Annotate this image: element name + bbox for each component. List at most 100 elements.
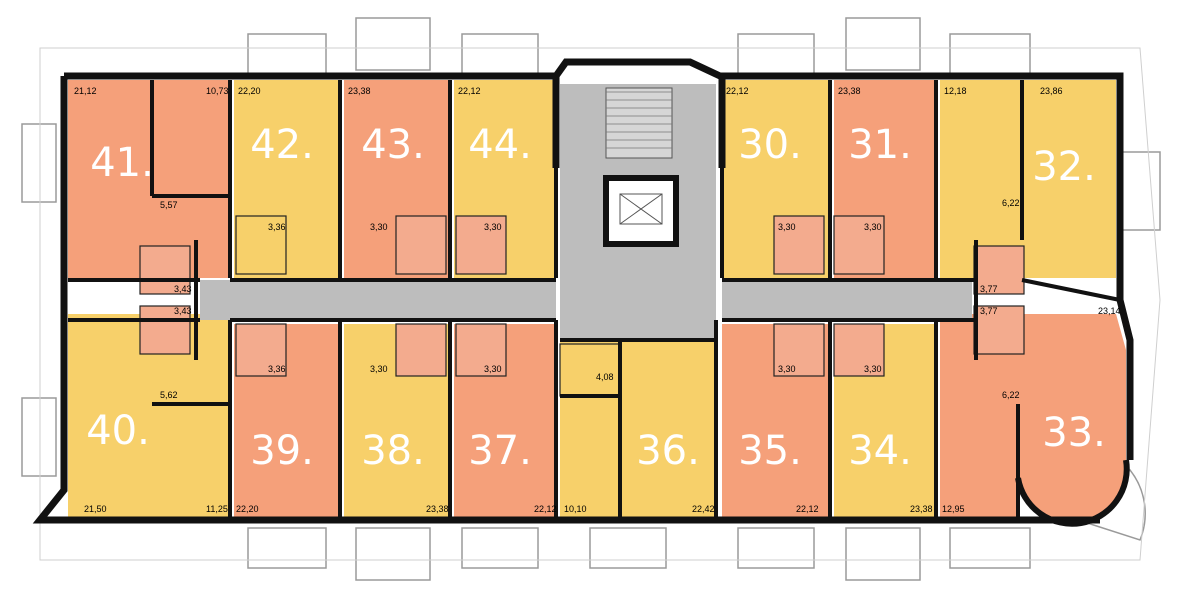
- apartment-number: 39.: [250, 428, 314, 474]
- room-area: 23,38: [426, 504, 449, 514]
- balcony: [247, 33, 327, 75]
- apartment-number: 41.: [90, 140, 154, 186]
- apartment-number: 40.: [86, 408, 150, 454]
- bay-wall: [1015, 459, 1130, 527]
- bathroom: [395, 323, 447, 377]
- room-area: 22,12: [796, 504, 819, 514]
- room-area: 23,38: [910, 504, 933, 514]
- bathroom: [559, 343, 621, 397]
- apartment-number: 31.: [848, 122, 912, 168]
- apartment-number: 34.: [848, 428, 912, 474]
- balcony: [21, 123, 57, 203]
- apartment-units: [68, 80, 1127, 525]
- room-area: 3,30: [864, 364, 882, 374]
- room-area: 10,73: [206, 86, 229, 96]
- room-area: 21,50: [84, 504, 107, 514]
- room-area: 3,36: [268, 364, 286, 374]
- room-area: 10,10: [564, 504, 587, 514]
- room-area: 3,36: [268, 222, 286, 232]
- room-area: 3,30: [778, 364, 796, 374]
- room-area: 21,12: [74, 86, 97, 96]
- wet-rooms: [139, 215, 1025, 397]
- bathroom: [235, 323, 287, 377]
- apartment-number: 30.: [738, 122, 802, 168]
- room-area: 5,62: [160, 390, 178, 400]
- bathroom: [139, 305, 191, 355]
- room-area: 23,86: [1040, 86, 1063, 96]
- balcony: [845, 17, 921, 71]
- room-40-b: [156, 404, 230, 520]
- balcony: [21, 397, 57, 477]
- apartment-number: 38.: [361, 428, 425, 474]
- apartment-number: 42.: [250, 122, 314, 168]
- exterior-wall: [553, 58, 722, 80]
- room-area: 6,22: [1002, 198, 1020, 208]
- balcony: [247, 527, 327, 569]
- balcony: [737, 33, 815, 75]
- room-area: 11,25: [206, 504, 228, 514]
- room-area: 3,77: [980, 284, 998, 294]
- room-area: 3,30: [864, 222, 882, 232]
- walls: [32, 58, 1134, 527]
- room-area: 3,30: [370, 222, 388, 232]
- bathroom: [395, 215, 447, 275]
- room-area: 3,30: [484, 222, 502, 232]
- room-area: 3,30: [370, 364, 388, 374]
- apartment-labels: 41. 42. 43. 44. 30. 31. 32. 40. 39. 38. 37. 36. 35. 3…: [86, 122, 1106, 474]
- bathroom: [833, 323, 885, 377]
- interior-wall: [1021, 278, 1121, 302]
- common-areas: [200, 84, 972, 340]
- terrace-outline: [39, 47, 1161, 561]
- bathroom: [833, 215, 885, 275]
- room-area: 3,30: [778, 222, 796, 232]
- room-area: 3,43: [174, 306, 192, 316]
- elevator-shaft: [603, 175, 679, 247]
- balcony: [949, 527, 1031, 569]
- apartment-number: 35.: [738, 428, 802, 474]
- room-area: 23,38: [348, 86, 371, 96]
- room-area: 12,18: [944, 86, 967, 96]
- bathroom: [455, 215, 507, 275]
- room-area-labels: 21,12 10,73 22,20 23,38 22,12 22,12 23,38 12,18…: [74, 86, 1121, 514]
- balcony: [949, 33, 1031, 75]
- room-area: 6,22: [1002, 390, 1020, 400]
- corridor-west: [200, 280, 556, 320]
- room-area: 4,08: [596, 372, 614, 382]
- room-area: 23,38: [838, 86, 861, 96]
- room-41-b: [156, 84, 230, 194]
- apartment-number: 33.: [1042, 410, 1106, 456]
- room-area: 22,20: [236, 504, 259, 514]
- apartment-number: 44.: [468, 122, 532, 168]
- apartment-33: [940, 314, 1127, 525]
- room-area: 23,14: [1098, 306, 1121, 316]
- elevator-cross: [619, 193, 663, 225]
- balcony: [355, 527, 431, 581]
- room-area: 22,42: [692, 504, 715, 514]
- room-area: 22,12: [534, 504, 557, 514]
- balcony: [355, 17, 431, 71]
- balcony: [589, 527, 667, 569]
- room-area: 3,77: [980, 306, 998, 316]
- balcony: [461, 33, 539, 75]
- bathroom: [139, 245, 191, 295]
- bathroom: [235, 215, 287, 275]
- apartment-32: [940, 80, 1116, 278]
- bathroom: [773, 323, 825, 377]
- room-area: 22,12: [458, 86, 481, 96]
- room-area: 22,20: [238, 86, 261, 96]
- apartment-number: 32.: [1032, 144, 1096, 190]
- balcony: [461, 527, 539, 569]
- bathroom: [455, 323, 507, 377]
- bathroom: [973, 305, 1025, 355]
- bathroom: [773, 215, 825, 275]
- room-area: 3,43: [174, 284, 192, 294]
- room-area: 12,95: [942, 504, 965, 514]
- apartment-number: 43.: [361, 122, 425, 168]
- staircase: [605, 87, 673, 159]
- room-area: 5,57: [160, 200, 178, 210]
- room-area: 3,30: [484, 364, 502, 374]
- apartment-number: 36.: [636, 428, 700, 474]
- apartment-number: 37.: [468, 428, 532, 474]
- balcony: [845, 527, 921, 581]
